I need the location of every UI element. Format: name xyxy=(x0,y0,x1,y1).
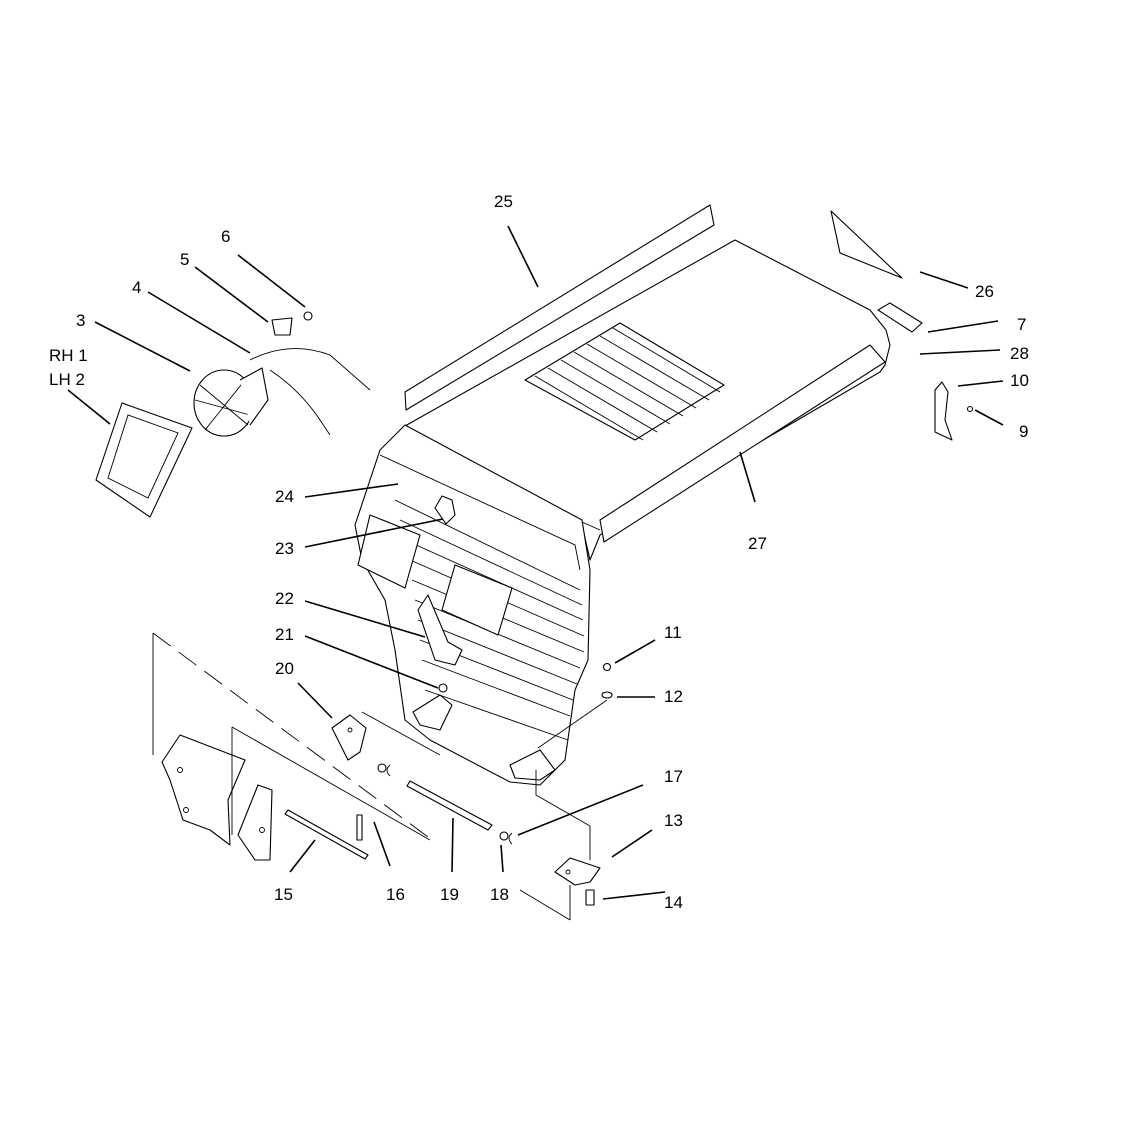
label-6: 6 xyxy=(221,227,230,246)
fasteners-11-12 xyxy=(601,662,613,699)
clip-set-left xyxy=(377,763,391,777)
label-18: 18 xyxy=(490,885,509,904)
label-10: 10 xyxy=(1010,371,1029,390)
label-7: 7 xyxy=(1017,315,1026,334)
decal-26 xyxy=(830,210,903,279)
leader-5 xyxy=(194,266,269,323)
bumper-7 xyxy=(877,302,923,333)
label-23: 23 xyxy=(275,539,294,558)
headlight-bracket-5 xyxy=(271,311,313,336)
label-25: 25 xyxy=(494,192,513,211)
pivot-rod-19 xyxy=(406,780,493,831)
leader-16 xyxy=(373,821,391,867)
label-4: 4 xyxy=(132,278,141,297)
leader-23 xyxy=(304,518,444,548)
callout-labels: RH 1 LH 2 3 4 5 6 25 26 7 28 10 9 27 24 … xyxy=(49,192,1029,912)
leader-lines xyxy=(67,225,1004,900)
leader-27 xyxy=(739,451,756,503)
label-rh-1: RH 1 xyxy=(49,346,88,365)
leader-10 xyxy=(957,380,1004,387)
bracket-22 xyxy=(417,594,463,666)
front-mount-bracket xyxy=(161,734,273,861)
label-12: 12 xyxy=(664,687,683,706)
label-13: 13 xyxy=(664,811,683,830)
headlight-3 xyxy=(193,367,269,437)
leader-19 xyxy=(451,817,454,873)
leader-18 xyxy=(500,844,504,873)
hinge-20 xyxy=(331,714,367,761)
label-5: 5 xyxy=(180,250,189,269)
clip-set-right xyxy=(499,831,513,845)
leader-20 xyxy=(297,682,333,719)
label-19: 19 xyxy=(440,885,459,904)
bottom-hinge xyxy=(509,749,556,781)
leader-25 xyxy=(507,225,539,288)
leader-14 xyxy=(602,891,666,900)
decal-strip-25 xyxy=(404,204,715,411)
latch-10 xyxy=(934,381,974,441)
label-16: 16 xyxy=(386,885,405,904)
leader-9 xyxy=(974,409,1004,426)
hood-vents xyxy=(524,322,725,441)
leader-7 xyxy=(927,320,999,333)
rod-15 xyxy=(284,809,369,860)
bolt-14 xyxy=(585,889,595,906)
pin-16 xyxy=(356,814,363,841)
wiring-harness xyxy=(249,348,371,436)
label-9: 9 xyxy=(1019,422,1028,441)
construction-lines xyxy=(152,632,608,921)
label-24: 24 xyxy=(275,487,294,506)
leader-3 xyxy=(94,321,191,372)
leader-1-2 xyxy=(67,389,111,425)
leader-6 xyxy=(237,254,306,308)
hinge-13 xyxy=(554,857,601,886)
leader-13 xyxy=(611,829,653,858)
label-11: 11 xyxy=(664,623,682,642)
leader-22 xyxy=(304,600,426,638)
leader-26 xyxy=(919,271,969,289)
label-27: 27 xyxy=(748,534,767,553)
leader-15 xyxy=(289,839,316,873)
parts-artwork xyxy=(95,204,974,906)
label-3: 3 xyxy=(76,311,85,330)
label-17: 17 xyxy=(664,767,683,786)
label-20: 20 xyxy=(275,659,294,678)
leader-4 xyxy=(147,291,251,354)
label-21: 21 xyxy=(275,625,294,644)
leader-28 xyxy=(919,349,1001,355)
label-26: 26 xyxy=(975,282,994,301)
label-lh-2: LH 2 xyxy=(49,370,85,389)
label-14: 14 xyxy=(664,893,683,912)
label-28: 28 xyxy=(1010,344,1029,363)
headlight-housing xyxy=(95,402,193,518)
leader-24 xyxy=(304,483,399,498)
leader-21 xyxy=(304,635,439,689)
label-15: 15 xyxy=(274,885,293,904)
leader-11 xyxy=(614,639,656,664)
label-22: 22 xyxy=(275,589,294,608)
leader-17 xyxy=(517,784,644,836)
hood-shell xyxy=(404,239,891,561)
grille-hinge-bracket xyxy=(412,683,453,731)
